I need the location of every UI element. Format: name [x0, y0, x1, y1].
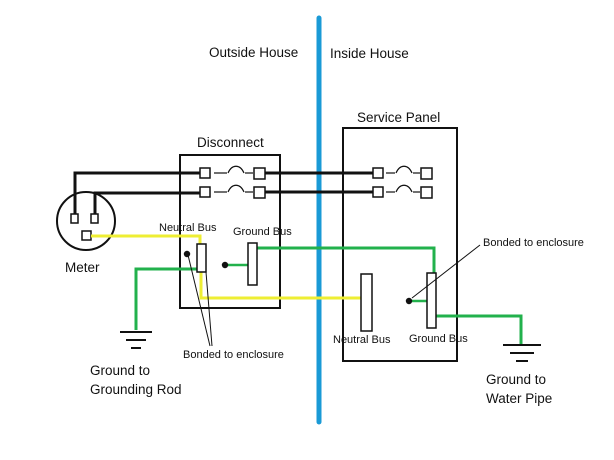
disconnect-terminal: [199, 167, 211, 179]
panel-neutral-bus-label: Neutral Bus: [333, 334, 391, 346]
meter-label: Meter: [65, 260, 100, 275]
neutral-conductor-meter: [91, 234, 202, 244]
bond-pointer: [411, 244, 481, 299]
panel-terminal: [372, 167, 384, 179]
disconnect-bond-dot: [183, 250, 191, 258]
disconnect-neutral-bus: [196, 243, 207, 273]
panel-ground-bus: [426, 272, 437, 329]
ground-conductor-water: [436, 314, 523, 344]
disconnect-terminal: [199, 186, 211, 198]
inside-house-label: Inside House: [330, 46, 409, 61]
panel-breaker-symbol: [395, 165, 413, 174]
outside-house-label: Outside House: [209, 45, 298, 60]
disconnect-title: Disconnect: [197, 135, 264, 150]
disconnect-ground-dot: [221, 261, 229, 269]
meter-body: [56, 191, 116, 251]
neutral-conductor-to-panel: [199, 272, 361, 300]
hot-conductor-2: [93, 191, 200, 214]
service-panel-enclosure: [342, 127, 458, 362]
disconnect-ground-bus: [247, 242, 258, 286]
water-pipe-label-line1: Ground to: [486, 372, 546, 387]
bond-pointer: [205, 271, 213, 347]
panel-terminal: [420, 167, 433, 180]
panel-bond-dot: [405, 297, 413, 305]
disconnect-neutral-bus-label: Neutral Bus: [159, 222, 217, 234]
bond-pointer: [187, 254, 211, 347]
service-panel-title: Service Panel: [357, 110, 440, 125]
panel-ground-bus-label: Ground Bus: [409, 333, 468, 345]
hot-conductor-1: [73, 171, 200, 214]
ground-rod-symbol: [120, 331, 152, 349]
water-pipe-ground-symbol: [503, 344, 541, 362]
panel-neutral-bus: [360, 273, 373, 332]
meter-terminal-left: [70, 213, 79, 224]
panel-terminal: [420, 186, 433, 199]
disconnect-bonded-label: Bonded to enclosure: [183, 349, 284, 361]
meter-neutral-terminal: [81, 230, 92, 241]
panel-bonded-label: Bonded to enclosure: [483, 237, 584, 249]
ground-conductor-rod: [134, 267, 205, 330]
ground-rod-label-line1: Ground to: [90, 363, 150, 378]
disconnect-ground-bus-label: Ground Bus: [233, 226, 292, 238]
ground-conductor-disconnect-to-panel: [252, 246, 436, 274]
disconnect-terminal: [253, 186, 266, 199]
panel-breaker-symbol: [395, 184, 413, 193]
panel-terminal: [372, 186, 384, 198]
disconnect-fuse-symbol: [227, 165, 245, 174]
disconnect-enclosure: [179, 154, 281, 309]
meter-terminal-right: [90, 213, 99, 224]
water-pipe-label-line2: Water Pipe: [486, 391, 552, 406]
ground-rod-label-line2: Grounding Rod: [90, 382, 182, 397]
disconnect-terminal: [253, 167, 266, 180]
disconnect-fuse-symbol: [227, 184, 245, 193]
